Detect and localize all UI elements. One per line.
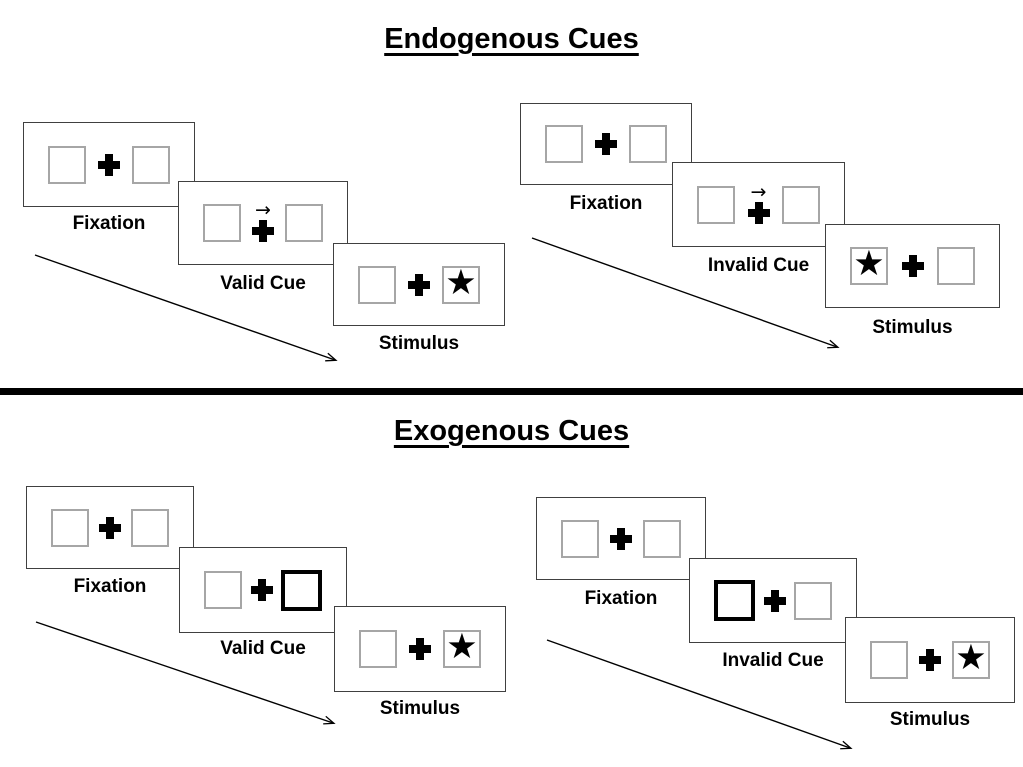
frame-label-stimulus: Stimulus (378, 333, 460, 354)
frame-label-stimulus: Stimulus (379, 698, 461, 719)
frame-label-fixation: Fixation (584, 588, 658, 609)
stimulus-card: ★ (825, 224, 1000, 308)
fixation-cross-icon (252, 220, 274, 242)
fixation-cross-icon (595, 133, 617, 155)
frame-label-fixation: Fixation (73, 576, 147, 597)
right-placeholder-box (285, 204, 323, 242)
section-title-exogenous: Exogenous Cues (393, 415, 630, 447)
right-placeholder-box (794, 581, 832, 620)
stimulus-card: ★ (334, 606, 506, 692)
left-placeholder-box (359, 630, 397, 668)
invalid-cue-card: → (672, 162, 845, 247)
left-cue-highlight-box (714, 580, 755, 621)
fixation-cross-icon (98, 154, 120, 176)
left-placeholder-box (561, 519, 599, 558)
left-placeholder-box (203, 204, 241, 242)
valid-cue-card: → (178, 181, 348, 265)
stimulus-card: ★ (333, 243, 505, 326)
left-placeholder-box (204, 571, 242, 609)
fixation-card (23, 122, 195, 207)
right-target-box: ★ (952, 641, 990, 679)
invalid-cue-card (689, 558, 857, 643)
frame-label-fixation: Fixation (569, 193, 643, 214)
stimulus-card: ★ (845, 617, 1015, 703)
frame-label-invalid-cue: Invalid Cue (707, 255, 810, 276)
fixation-cross-icon (764, 590, 786, 612)
fixation-cross-icon (99, 517, 121, 539)
frame-label-invalid-cue: Invalid Cue (722, 650, 824, 671)
right-placeholder-box (937, 247, 975, 285)
star-icon: ★ (445, 262, 477, 303)
fixation-cross-icon (251, 579, 273, 601)
fixation-cross-icon (408, 274, 430, 296)
right-target-box: ★ (443, 630, 481, 668)
section-divider (0, 388, 1023, 395)
timeline-arrow (531, 237, 840, 349)
fixation-card (520, 103, 692, 185)
left-target-box: ★ (850, 247, 888, 285)
section-title-endogenous: Endogenous Cues (384, 23, 639, 55)
frame-label-valid-cue: Valid Cue (220, 273, 306, 294)
right-cue-highlight-box (281, 569, 322, 611)
left-placeholder-box (358, 265, 396, 304)
frame-label-fixation: Fixation (72, 213, 146, 234)
left-placeholder-box (545, 125, 583, 163)
fixation-card (26, 486, 194, 569)
right-placeholder-box (131, 508, 169, 547)
cue-arrow-right-icon: → (255, 199, 271, 221)
left-placeholder-box (697, 185, 735, 224)
valid-cue-card (179, 547, 347, 633)
star-icon: ★ (853, 244, 885, 284)
right-target-box: ★ (442, 262, 480, 304)
frame-label-stimulus: Stimulus (872, 317, 953, 338)
fixation-cross-icon (610, 528, 632, 550)
right-placeholder-box (132, 145, 170, 184)
fixation-cross-icon (409, 638, 431, 660)
left-placeholder-box (48, 145, 86, 184)
timeline-arrow (34, 254, 338, 362)
left-placeholder-box (870, 641, 908, 679)
right-placeholder-box (782, 185, 820, 224)
star-icon: ★ (955, 638, 987, 678)
fixation-cross-icon (748, 202, 770, 224)
left-placeholder-box (51, 508, 89, 547)
fixation-card (536, 497, 706, 580)
right-placeholder-box (643, 519, 681, 558)
cue-arrow-right-icon: → (750, 180, 767, 203)
right-placeholder-box (629, 125, 667, 163)
fixation-cross-icon (902, 255, 924, 277)
timeline-arrow (35, 621, 336, 725)
central-cue: → (252, 199, 274, 242)
central-cue: → (748, 180, 770, 224)
fixation-cross-icon (919, 649, 941, 671)
star-icon: ★ (446, 627, 478, 667)
frame-label-stimulus: Stimulus (889, 709, 971, 730)
frame-label-valid-cue: Valid Cue (220, 638, 306, 659)
timeline-arrow (546, 639, 853, 750)
